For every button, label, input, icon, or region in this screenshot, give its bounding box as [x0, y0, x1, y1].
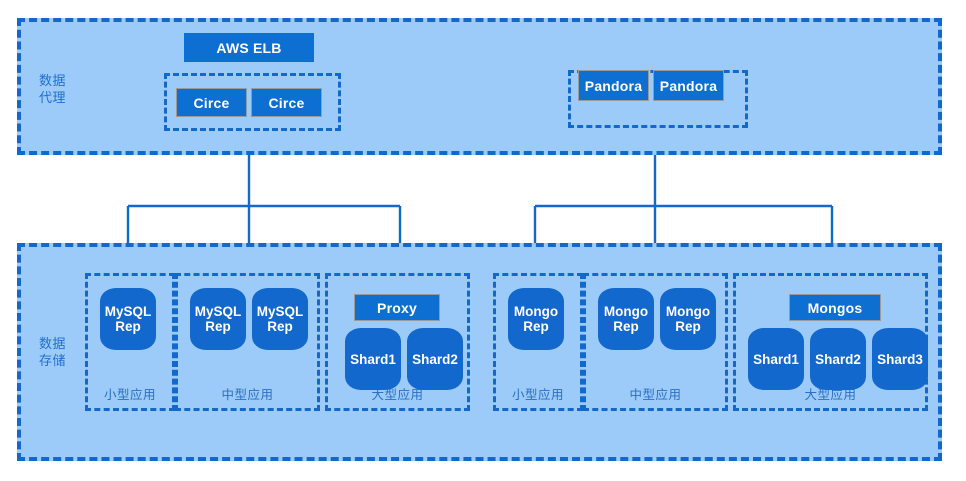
group-circe	[164, 73, 341, 131]
db-mongo-rep-small-1[interactable]: Mongo Rep	[508, 288, 564, 350]
group-mongo-medium-app: 中型应用	[583, 273, 728, 411]
db-mysql-shard2-label: Shard2	[412, 351, 458, 367]
node-circe-2[interactable]: Circe	[251, 88, 322, 117]
db-cylinder-icon	[748, 328, 804, 390]
db-mongo-rep-medium-1-label: Mongo Rep	[603, 304, 649, 334]
db-cylinder-icon	[872, 328, 928, 390]
db-mysql-rep-small-1-label: MySQL Rep	[104, 304, 152, 334]
db-cylinder-icon	[508, 288, 564, 350]
db-mysql-rep-medium-2[interactable]: MySQL Rep	[252, 288, 308, 350]
group-label-mongo-large: 大型应用	[804, 388, 857, 402]
group-label-mysql-medium: 中型应用	[221, 388, 274, 402]
group-label-mysql-small: 小型应用	[103, 388, 156, 402]
node-proxy[interactable]: Proxy	[354, 294, 440, 321]
node-mongos[interactable]: Mongos	[789, 294, 881, 321]
tier-data-proxy: 数据 代理	[17, 18, 942, 155]
db-cylinder-icon	[252, 288, 308, 350]
group-mongo-small-app: 小型应用	[493, 273, 583, 411]
db-mysql-shard1-label: Shard1	[350, 351, 396, 367]
node-mongos-label: Mongos	[807, 299, 863, 316]
db-mongo-shard1[interactable]: Shard1	[748, 328, 804, 390]
group-mysql-large-app: 大型应用	[325, 273, 470, 411]
db-mongo-rep-medium-2-label: Mongo Rep	[665, 304, 711, 334]
node-aws-elb[interactable]: AWS ELB	[184, 33, 314, 62]
db-mongo-shard2[interactable]: Shard2	[810, 328, 866, 390]
node-circe-1[interactable]: Circe	[176, 88, 247, 117]
db-mysql-shard1[interactable]: Shard1	[345, 328, 401, 390]
db-mongo-shard2-label: Shard2	[815, 351, 861, 367]
db-mongo-shard3-label: Shard3	[877, 351, 923, 367]
group-mysql-medium-app: 中型应用	[175, 273, 320, 411]
node-pandora-2[interactable]: Pandora	[653, 70, 724, 101]
group-mysql-small-app: 小型应用	[85, 273, 175, 411]
node-circe-1-label: Circe	[193, 94, 230, 111]
node-aws-elb-label: AWS ELB	[216, 39, 282, 56]
db-cylinder-icon	[190, 288, 246, 350]
db-mysql-shard2[interactable]: Shard2	[407, 328, 463, 390]
db-mongo-rep-medium-2[interactable]: Mongo Rep	[660, 288, 716, 350]
node-circe-2-label: Circe	[268, 94, 305, 111]
node-pandora-1[interactable]: Pandora	[578, 70, 649, 101]
tier-label-data-proxy: 数据 代理	[39, 73, 67, 105]
group-label-mongo-medium: 中型应用	[629, 388, 682, 402]
db-cylinder-icon	[660, 288, 716, 350]
db-mysql-rep-small-1[interactable]: MySQL Rep	[100, 288, 156, 350]
db-mysql-rep-medium-1[interactable]: MySQL Rep	[190, 288, 246, 350]
db-cylinder-icon	[598, 288, 654, 350]
db-mongo-shard1-label: Shard1	[753, 351, 799, 367]
db-cylinder-icon	[810, 328, 866, 390]
tier-label-data-storage: 数据 存储	[39, 336, 67, 368]
node-pandora-2-label: Pandora	[659, 77, 718, 94]
group-label-mongo-small: 小型应用	[511, 388, 564, 402]
db-mongo-rep-small-1-label: Mongo Rep	[513, 304, 559, 334]
node-proxy-label: Proxy	[377, 299, 417, 316]
node-pandora-1-label: Pandora	[584, 77, 643, 94]
db-mysql-rep-medium-2-label: MySQL Rep	[256, 304, 304, 334]
group-label-mysql-large: 大型应用	[371, 388, 424, 402]
db-cylinder-icon	[345, 328, 401, 390]
db-mysql-rep-medium-1-label: MySQL Rep	[194, 304, 242, 334]
db-cylinder-icon	[100, 288, 156, 350]
db-mongo-rep-medium-1[interactable]: Mongo Rep	[598, 288, 654, 350]
db-mongo-shard3[interactable]: Shard3	[872, 328, 928, 390]
db-cylinder-icon	[407, 328, 463, 390]
